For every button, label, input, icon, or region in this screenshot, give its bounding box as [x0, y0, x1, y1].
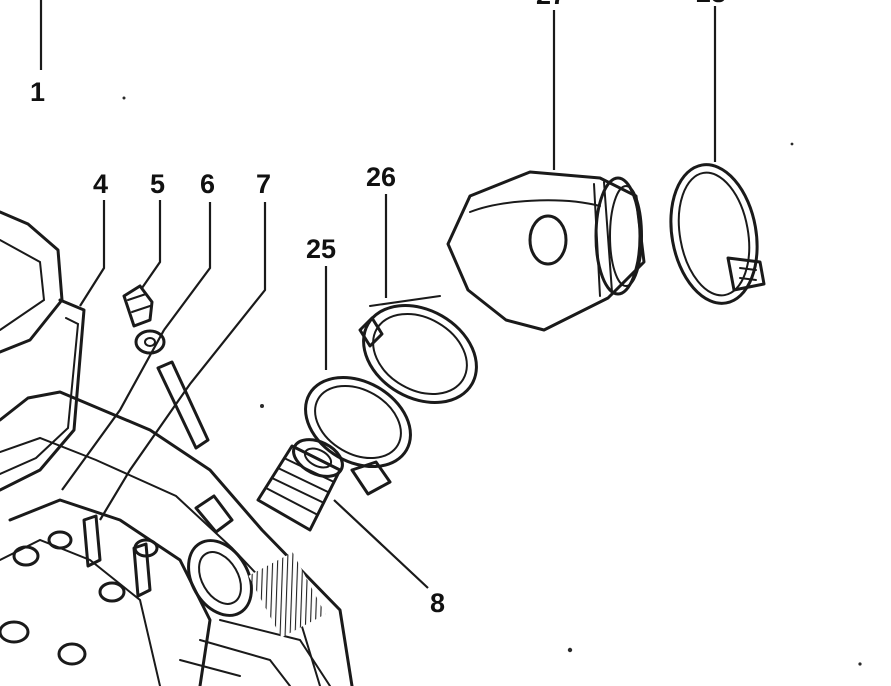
hose-clamp-part-25 [304, 375, 412, 496]
cylinder-head [0, 210, 354, 686]
plug-part-5 [122, 284, 154, 328]
leader-7 [99, 202, 267, 521]
intake-pipe-part-8 [256, 438, 344, 532]
callout-1: 1 [30, 77, 45, 107]
callout-25: 25 [306, 234, 336, 264]
callout-labels: 1 4 5 6 7 8 25 26 27 28 [30, 0, 726, 618]
band-clamp-part-26 [358, 295, 478, 404]
callout-4: 4 [93, 169, 108, 199]
washer-part-6 [134, 329, 166, 355]
hose-clamp-part-28 [669, 163, 766, 305]
scan-specks [122, 96, 862, 666]
callout-5: 5 [150, 169, 165, 199]
callout-6: 6 [200, 169, 215, 199]
leader-5 [141, 200, 162, 289]
callout-27: 27 [536, 0, 566, 10]
leader-lines [39, 0, 717, 589]
pin-part-7 [156, 360, 210, 450]
rubber-boot-part-27 [446, 170, 646, 332]
leader-4 [79, 200, 106, 307]
callout-26: 26 [366, 162, 396, 192]
callout-28: 28 [696, 0, 726, 8]
callout-7: 7 [256, 169, 271, 199]
leader-6 [61, 202, 212, 491]
callout-8: 8 [430, 588, 445, 618]
leader-8 [333, 499, 429, 589]
